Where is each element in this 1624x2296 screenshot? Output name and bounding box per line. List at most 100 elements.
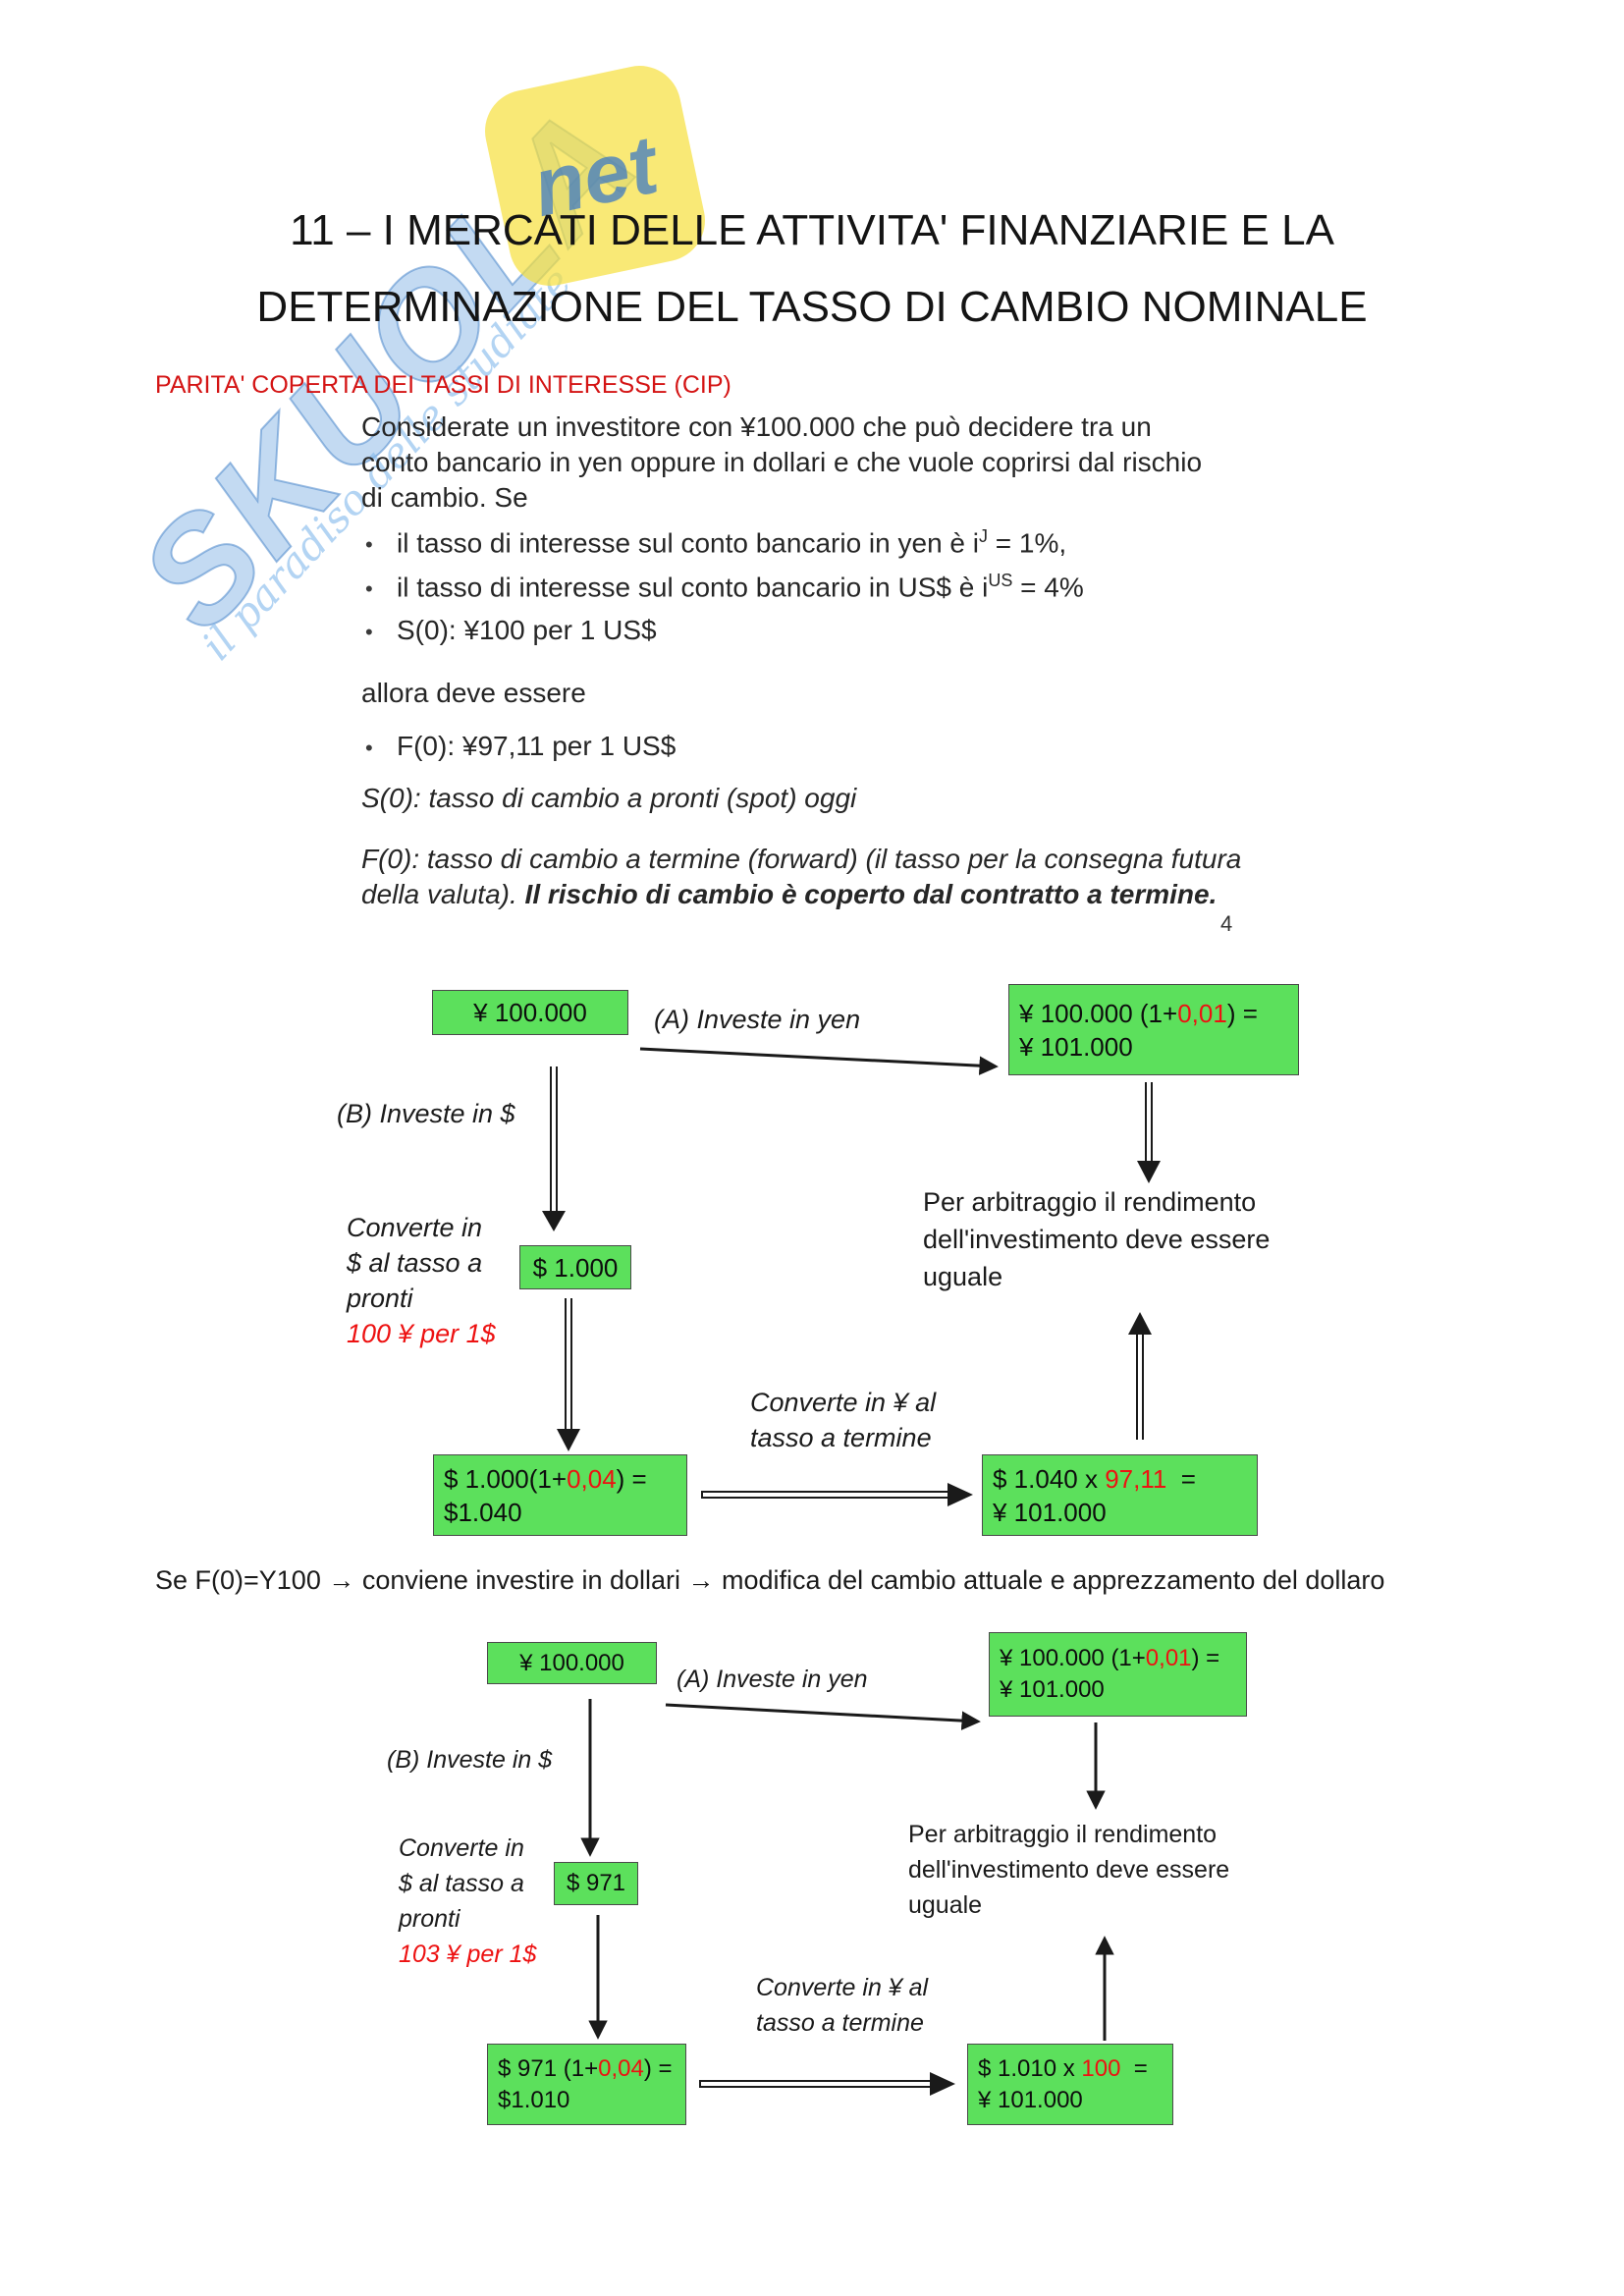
arrow-invest-yen <box>639 1047 999 1075</box>
f0-definition: F(0): tasso di cambio a termine (forward… <box>361 842 1284 912</box>
arbitrage-note: Per arbitraggio il rendimento dell'inves… <box>908 1817 1229 1923</box>
bullet-yen-tail: = 1%, <box>988 527 1067 559</box>
box-final-pre: $ 1.040 x <box>993 1463 1106 1494</box>
box-final-pre: $ 1.010 x <box>978 2054 1082 2082</box>
box-yen-result-pre: ¥ 100.000 (1+ <box>1019 998 1178 1028</box>
box-usd-result-line2: $1.040 <box>444 1497 522 1527</box>
arrow-invest-yen <box>665 1703 981 1730</box>
cip-diagram-2: ¥ 100.000 (A) Investe in yen ¥ 100.000 (… <box>0 1620 1624 2151</box>
arbitrage-line3: uguale <box>923 1262 1003 1291</box>
convert-spot-line1: Converte in <box>347 1213 483 1242</box>
box-yen-result-line1: ¥ 100.000 (1+0,01) = <box>1000 1643 1236 1674</box>
box-final-result: $ 1.010 x 100 = ¥ 101.000 <box>967 2044 1173 2125</box>
f0-definition-normal: F(0): tasso di cambio a termine (forward… <box>361 844 1242 909</box>
box-usd-amount: $ 1.000 <box>519 1245 631 1289</box>
box-usd-result-line1: $ 1.000(1+0,04) = <box>444 1462 677 1496</box>
label-convert-forward: Converte in ¥ al tasso a termine <box>756 1970 928 2041</box>
box-usd-result-red: 0,04 <box>598 2054 644 2082</box>
box-yen-result: ¥ 100.000 (1+0,01) = ¥ 101.000 <box>1008 984 1299 1075</box>
bullet-forward-text: F(0): ¥97,11 per 1 US$ <box>397 731 677 761</box>
label-convert-spot: Converte in $ al tasso a pronti 100 ¥ pe… <box>347 1210 496 1351</box>
arrow-yen-result-down <box>1137 1080 1161 1183</box>
convert-forward-line1: Converte in ¥ al <box>756 1974 929 2001</box>
bullet-yen-text: il tasso di interesse sul conto bancario… <box>397 527 979 559</box>
box-usd-amount: $ 971 <box>554 1862 638 1905</box>
intro-paragraph: Considerate un investitore con ¥100.000 … <box>361 411 1203 513</box>
diagram2-arrows <box>580 1699 1114 2096</box>
bullet-yen-sup: J <box>979 526 988 546</box>
box-initial-yen-value: ¥ 100.000 <box>519 1649 624 1676</box>
box-final-line2: ¥ 101.000 <box>978 2086 1083 2113</box>
box-yen-result-red: 0,01 <box>1177 998 1227 1028</box>
box-yen-result-line2: ¥ 101.000 <box>1000 1676 1105 1703</box>
box-usd-result-post: ) = <box>643 2054 673 2082</box>
label-invest-usd: (B) Investe in $ <box>387 1746 553 1774</box>
label-invest-usd: (B) Investe in $ <box>337 1099 515 1128</box>
arbitrage-line2: dell'investimento deve essere <box>923 1225 1271 1254</box>
box-usd-result-pre: $ 971 (1+ <box>498 2054 599 2082</box>
arbitrage-line1: Per arbitraggio il rendimento <box>923 1187 1257 1217</box>
cip-diagram-1: ¥ 100.000 (A) Investe in yen ¥ 100.000 (… <box>0 972 1624 1561</box>
arrow-convert-forward <box>699 2072 955 2096</box>
bullet-marker: • <box>365 736 373 760</box>
bullet-usd-rate: •il tasso di interesse sul conto bancari… <box>365 571 1084 603</box>
box-yen-result-line1: ¥ 100.000 (1+0,01) = <box>1019 997 1288 1030</box>
box-usd-result-red: 0,04 <box>567 1463 617 1494</box>
arrow-arbitrage-up <box>1128 1312 1152 1442</box>
box-yen-result-pre: ¥ 100.000 (1+ <box>1000 1645 1146 1671</box>
convert-spot-line2: $ al tasso a <box>347 1248 483 1278</box>
bullet-usd-sup: US <box>988 571 1013 590</box>
spot-rate-value: 103 ¥ per 1$ <box>399 1941 537 1968</box>
arbitrage-line1: Per arbitraggio il rendimento <box>908 1821 1218 1848</box>
box-usd-result: $ 971 (1+0,04) = $1.010 <box>487 2044 686 2125</box>
box-initial-yen: ¥ 100.000 <box>487 1642 657 1684</box>
label-convert-spot: Converte in $ al tasso a pronti 103 ¥ pe… <box>399 1831 536 1972</box>
spot-rate-value: 100 ¥ per 1$ <box>347 1319 496 1348</box>
box-usd-result-pre: $ 1.000(1+ <box>444 1463 568 1494</box>
box-final-line1: $ 1.010 x 100 = <box>978 2053 1163 2085</box>
box-usd-result-line2: $1.010 <box>498 2086 570 2113</box>
box-usd-amount-value: $ 1.000 <box>532 1252 619 1283</box>
box-final-line2: ¥ 101.000 <box>993 1497 1107 1527</box>
section-heading: PARITA' COPERTA DEI TASSI DI INTERESSE (… <box>155 371 731 399</box>
s0-definition: S(0): tasso di cambio a pronti (spot) og… <box>361 783 857 813</box>
page-title: 11 – I MERCATI DELLE ATTIVITA' FINANZIAR… <box>0 192 1624 346</box>
convert-forward-line2: tasso a termine <box>756 2009 924 2037</box>
arrow-convert-forward <box>701 1483 973 1506</box>
label-convert-forward: Converte in ¥ al tasso a termine <box>750 1385 936 1455</box>
arrow-usd-compound-down <box>557 1296 580 1451</box>
box-final-red: 100 <box>1081 2054 1121 2082</box>
box-usd-result: $ 1.000(1+0,04) = $1.040 <box>433 1454 687 1536</box>
box-usd-result-line1: $ 971 (1+0,04) = <box>498 2053 676 2085</box>
label-invest-yen: (A) Investe in yen <box>677 1666 868 1693</box>
bullet-marker: • <box>365 620 373 644</box>
box-final-result: $ 1.040 x 97,11 = ¥ 101.000 <box>982 1454 1258 1536</box>
title-line-1: 11 – I MERCATI DELLE ATTIVITA' FINANZIAR… <box>290 206 1334 254</box>
f0-definition-bold: Il rischio di cambio è coperto dal contr… <box>524 879 1218 909</box>
box-final-post: = <box>1120 2054 1148 2082</box>
bullet-marker: • <box>365 576 373 602</box>
box-final-red: 97,11 <box>1105 1463 1167 1494</box>
box-yen-result-line2: ¥ 101.000 <box>1019 1031 1133 1062</box>
bullet-spot-rate: •S(0): ¥100 per 1 US$ <box>365 615 657 646</box>
forward-note: Se F(0)=Y100 → conviene investire in dol… <box>155 1565 1385 1595</box>
bullet-yen-rate: • il tasso di interesse sul conto bancari… <box>365 526 1066 559</box>
allora-text: allora deve essere <box>361 678 586 708</box>
convert-spot-line3: pronti <box>347 1284 413 1313</box>
slide-number: 4 <box>1220 911 1233 936</box>
box-final-post: = <box>1166 1463 1196 1494</box>
box-yen-result-post: ) = <box>1226 998 1258 1028</box>
box-yen-result-post: ) = <box>1191 1645 1220 1671</box>
box-usd-amount-value: $ 971 <box>566 1870 626 1896</box>
arbitrage-note: Per arbitraggio il rendimento dell'inves… <box>923 1183 1270 1295</box>
bullet-marker: • <box>365 532 373 558</box>
convert-spot-line3: pronti <box>399 1905 460 1933</box>
box-usd-result-post: ) = <box>616 1463 647 1494</box>
convert-spot-line2: $ al tasso a <box>399 1870 524 1897</box>
bullet-forward-rate: • F(0): ¥97,11 per 1 US$ <box>365 731 676 762</box>
box-initial-yen-value: ¥ 100.000 <box>473 998 587 1027</box>
arbitrage-line3: uguale <box>908 1891 983 1919</box>
convert-forward-line1: Converte in ¥ al <box>750 1388 937 1417</box>
arrow-invest-usd <box>542 1065 566 1231</box>
